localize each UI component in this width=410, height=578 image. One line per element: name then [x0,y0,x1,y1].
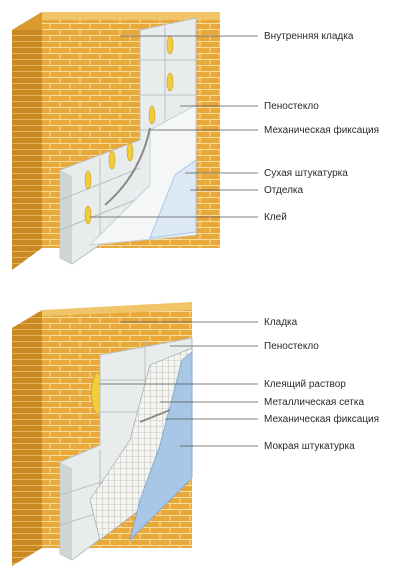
mechanical-fixation-pin [139,409,171,423]
top-diagram: Внутренняя кладка Пеностекло Механическа… [12,12,379,270]
label-wet-plaster: Мокрая штукатурка [264,441,355,452]
label-masonry: Кладка [264,317,298,328]
label-foamglass-bottom: Пеностекло [264,341,319,352]
mechanical-fixation-rod [104,127,151,206]
label-adhesive-mortar: Клеящий раствор [264,379,346,390]
glue-dots [84,35,174,225]
label-dry-plaster: Сухая штукатурка [264,168,348,179]
bottom-labels: Кладка Пеностекло Клеящий раствор Металл… [100,317,379,452]
label-finish: Отделка [264,185,304,196]
label-metal-mesh: Металлическая сетка [264,397,364,408]
metal-mesh [89,347,193,541]
bottom-diagram: Кладка Пеностекло Клеящий раствор Металл… [12,302,379,566]
label-foamglass: Пеностекло [264,101,319,112]
label-glue: Клей [264,212,287,223]
wet-plaster [129,351,193,542]
top-labels: Внутренняя кладка Пеностекло Механическа… [90,31,379,223]
label-inner-masonry: Внутренняя кладка [264,31,354,42]
label-mechanical-fixation: Механическая фиксация [264,124,379,136]
label-mechanical-fixation-bottom: Механическая фиксация [264,413,379,425]
